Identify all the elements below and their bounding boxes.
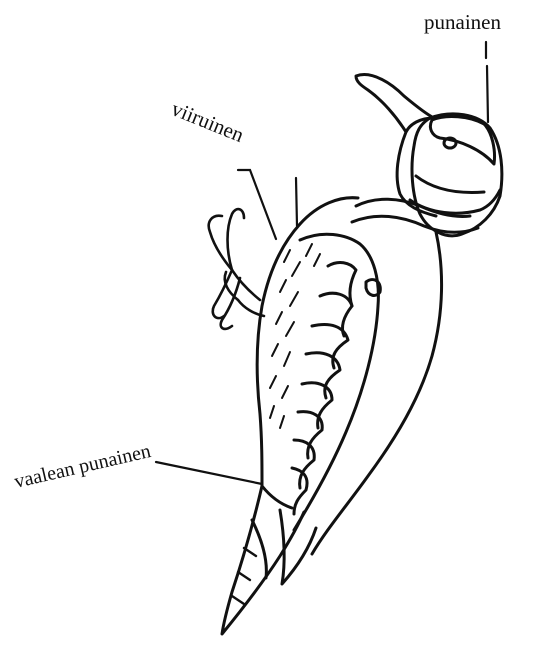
feet [209, 209, 264, 329]
eye-icon [444, 138, 456, 148]
tail-stripe-2 [238, 572, 250, 580]
woodpecker-bird [209, 75, 502, 634]
tail-inner [252, 520, 266, 578]
leader-line-viiruinen-b [296, 178, 297, 226]
shoulder [300, 198, 358, 224]
label-vaalean-punainen: vaalean punainen [12, 440, 153, 493]
wing-bar-7 [294, 440, 314, 488]
wing-bar-3 [312, 325, 348, 368]
wing-bar-5 [302, 383, 332, 428]
neck-band-lower [352, 216, 478, 232]
leader-line-punainen [486, 42, 488, 122]
toe-3 [213, 270, 232, 318]
back-outline [257, 224, 300, 486]
label-punainen: punainen [424, 10, 501, 34]
cheek-stripe [416, 176, 484, 192]
wing-bar-1 [328, 263, 356, 306]
wing-bar-6 [298, 412, 322, 458]
wing-bar-4 [306, 353, 340, 398]
moustache-stripe [410, 190, 500, 213]
undertail [262, 486, 292, 508]
toe-2 [228, 209, 245, 270]
wing-bar-8 [292, 468, 307, 514]
wing-bar-2 [320, 293, 352, 336]
leader-line-vaalean-punainen [156, 462, 262, 484]
leader-line-viiruinen-a [238, 170, 276, 239]
leg [232, 270, 260, 300]
crown-patch [430, 117, 494, 164]
tail-stripe-3 [232, 596, 244, 604]
flank-streaks [270, 244, 320, 428]
label-viiruinen: viiruinen [168, 96, 248, 147]
